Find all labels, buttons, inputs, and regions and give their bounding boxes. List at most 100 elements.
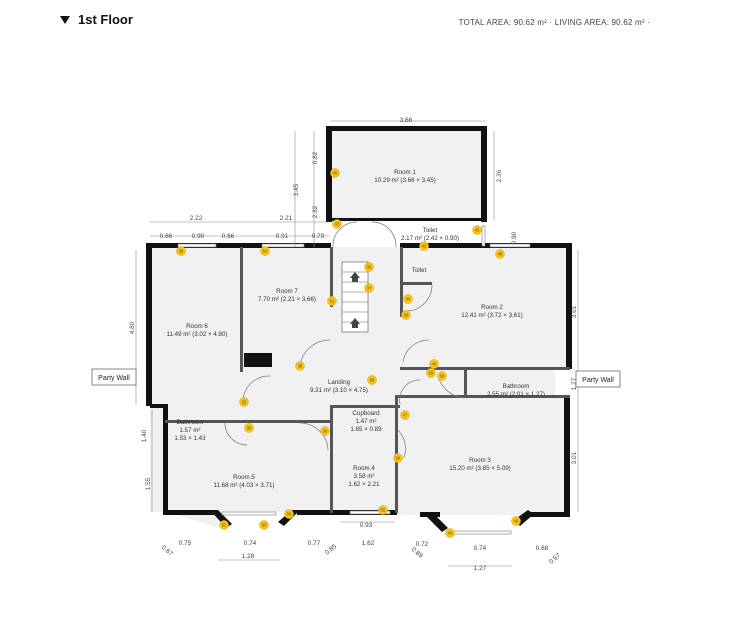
marker-label: 37: [367, 286, 372, 291]
hotspot-marker[interactable]: 62: [260, 246, 270, 256]
dim-label: 0.72: [416, 541, 429, 548]
dim-label: 3.01: [571, 451, 578, 464]
marker-label: 43: [335, 222, 340, 227]
marker-dot[interactable]: [403, 294, 413, 304]
hotspot-marker[interactable]: 47: [400, 410, 410, 420]
marker-dot[interactable]: [400, 410, 410, 420]
room-area: 12.41 m² (3.72 × 3.61): [461, 312, 522, 319]
walls: [146, 126, 572, 532]
hotspot-marker[interactable]: 40: [445, 528, 455, 538]
marker-label: 52: [222, 523, 227, 528]
room-name: Room 5: [233, 474, 255, 481]
hotspot-marker[interactable]: 42: [419, 241, 429, 251]
marker-dot[interactable]: [367, 375, 377, 385]
room-name: Landing: [328, 379, 351, 386]
marker-dot[interactable]: [259, 520, 269, 530]
hotspot-marker[interactable]: 49: [511, 516, 521, 526]
marker-label: 53: [262, 523, 267, 528]
hotspot-marker[interactable]: 35: [364, 262, 374, 272]
dim-label: 1.28: [242, 553, 255, 560]
marker-label: 33: [242, 400, 247, 405]
marker-label: 62: [263, 249, 268, 254]
hotspot-marker[interactable]: 35: [244, 423, 254, 433]
dim-label: 1.62: [362, 540, 375, 547]
marker-dot[interactable]: [429, 359, 439, 369]
hotspot-marker[interactable]: 89: [367, 375, 377, 385]
marker-dot[interactable]: [445, 528, 455, 538]
hotspot-marker[interactable]: 36: [320, 426, 330, 436]
marker-dot[interactable]: [239, 397, 249, 407]
party-wall-left: Party Wall: [91, 368, 137, 386]
hotspot-marker[interactable]: 37: [364, 283, 374, 293]
room-name: Cupboard: [352, 410, 380, 417]
marker-dot[interactable]: [426, 368, 436, 378]
hotspot-marker[interactable]: 61: [327, 296, 337, 306]
room-name: Toilet: [423, 227, 438, 234]
hotspot-marker[interactable]: 58: [284, 509, 294, 519]
hotspot-marker[interactable]: 55: [378, 505, 388, 515]
marker-dot[interactable]: [364, 262, 374, 272]
hotspot-marker[interactable]: 43: [472, 225, 482, 235]
party-wall-label: Party Wall: [98, 375, 130, 382]
marker-dot[interactable]: [472, 225, 482, 235]
room-labels: Room 1 10.29 m² (3.66 × 3.45) Toilet 2.1…: [167, 169, 545, 489]
marker-dot[interactable]: [495, 249, 505, 259]
dim-label: 0.77: [308, 540, 321, 547]
marker-label: 36: [323, 429, 328, 434]
hotspot-marker[interactable]: 50: [437, 371, 447, 381]
hotspot-marker[interactable]: 52: [219, 520, 229, 530]
dim-label: 1.40: [141, 429, 148, 442]
hotspot-marker[interactable]: 54: [393, 453, 403, 463]
marker-dot[interactable]: [437, 371, 447, 381]
dim-label: 0.67: [160, 544, 174, 558]
dim-label: 2.32: [312, 205, 319, 218]
marker-dot[interactable]: [378, 505, 388, 515]
marker-dot[interactable]: [419, 241, 429, 251]
marker-dot[interactable]: [295, 361, 305, 371]
hotspot-marker[interactable]: 53: [259, 520, 269, 530]
dim-label: 2.22: [190, 215, 203, 222]
hotspot-marker[interactable]: 46: [495, 249, 505, 259]
room-name: Bathroom: [177, 419, 204, 426]
hotspot-marker[interactable]: 38: [295, 361, 305, 371]
marker-dot[interactable]: [260, 246, 270, 256]
marker-dot[interactable]: [330, 168, 340, 178]
marker-dot[interactable]: [320, 426, 330, 436]
hotspot-marker[interactable]: 33: [239, 397, 249, 407]
room-area: 10.29 m² (3.66 × 3.45): [374, 177, 435, 184]
marker-label: 59: [429, 371, 434, 376]
marker-dot[interactable]: [176, 246, 186, 256]
marker-dot[interactable]: [244, 423, 254, 433]
marker-label: 89: [370, 378, 375, 383]
dim-label: 3.45: [293, 183, 300, 196]
marker-dot[interactable]: [511, 516, 521, 526]
marker-dot[interactable]: [219, 520, 229, 530]
marker-dot[interactable]: [284, 509, 294, 519]
hotspot-marker[interactable]: 44: [403, 294, 413, 304]
hotspot-marker[interactable]: 39: [176, 246, 186, 256]
marker-dot[interactable]: [332, 219, 342, 229]
hotspot-marker[interactable]: 59: [426, 368, 436, 378]
room-dims: 1.62 × 2.21: [348, 481, 380, 488]
hotspot-marker[interactable]: 40: [429, 359, 439, 369]
marker-label: 40: [448, 531, 453, 536]
room-area: 9.31 m² (3.10 × 4.75): [310, 387, 368, 394]
party-wall-label: Party Wall: [582, 377, 614, 384]
party-wall-right: Party Wall: [575, 370, 621, 388]
room-name: Room 3: [469, 457, 491, 464]
marker-label: 49: [514, 519, 519, 524]
marker-dot[interactable]: [364, 283, 374, 293]
hotspot-marker[interactable]: 45: [330, 168, 340, 178]
room-name: Room 4: [353, 465, 375, 472]
area-summary: TOTAL AREA: 90.62 m² · LIVING AREA: 90.6…: [458, 18, 650, 27]
dim-label: 0.85: [324, 543, 338, 557]
marker-dot[interactable]: [393, 453, 403, 463]
floor-selector[interactable]: 1st Floor: [60, 12, 133, 27]
marker-label: 44: [406, 297, 411, 302]
marker-dot[interactable]: [327, 296, 337, 306]
hotspot-marker[interactable]: 43: [332, 219, 342, 229]
marker-dot[interactable]: [401, 310, 411, 320]
hotspot-marker[interactable]: 66: [401, 310, 411, 320]
dim-label: 0.90: [511, 231, 518, 244]
caret-down-icon[interactable]: [60, 15, 70, 24]
